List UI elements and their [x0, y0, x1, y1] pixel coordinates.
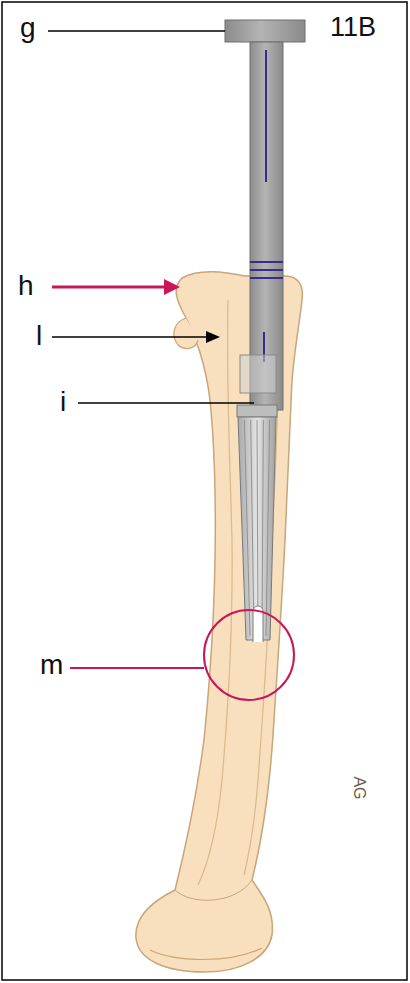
part-letter: i [60, 388, 66, 416]
part-letter: h [18, 272, 34, 300]
part-letter: g [20, 14, 36, 42]
part-letter: m [40, 651, 63, 679]
figure-number: 11B [330, 14, 376, 41]
artist-signature: AG [351, 776, 367, 799]
part-letter: l [36, 322, 42, 350]
